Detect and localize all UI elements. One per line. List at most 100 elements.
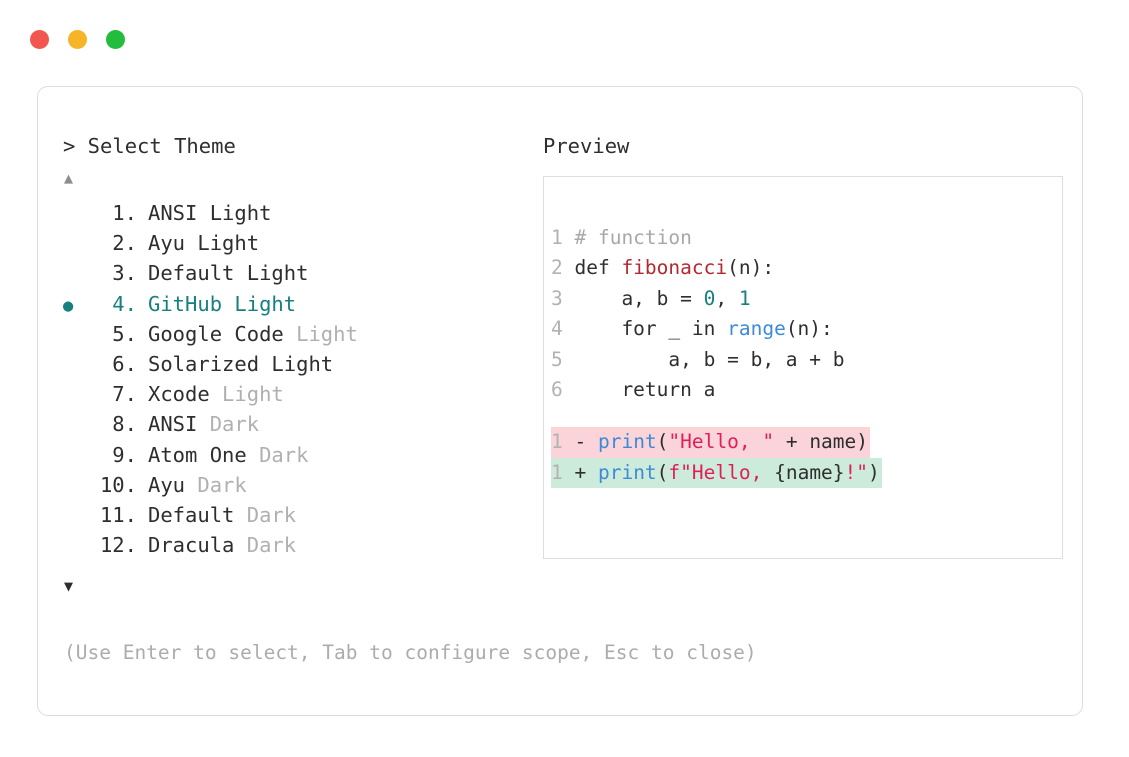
theme-list: ● 1.ANSI Light● 2.Ayu Light● 3.Default L… [63, 198, 523, 560]
theme-item-variant: Dark [185, 472, 247, 497]
theme-list-item[interactable]: ● 6. Solarized Light [63, 349, 523, 379]
code-token: ( [656, 460, 669, 484]
theme-item-index: 12. [99, 533, 137, 558]
theme-item-name: Ayu Dark [148, 472, 247, 497]
code-token: f"Hello, [668, 460, 775, 484]
line-number: 4 [551, 317, 575, 341]
line-number: 3 [551, 286, 575, 310]
code-token: # function [574, 226, 692, 249]
diff-line-added: 1 + print(f"Hello, {name}!") [551, 457, 882, 489]
selection-bullet-icon: ● [63, 532, 91, 562]
theme-item-name: GitHub Light [148, 291, 297, 316]
theme-item-index: 8. [99, 412, 137, 437]
theme-item-variant: Dark [234, 502, 297, 527]
theme-item-variant: Light [209, 382, 284, 407]
maximize-dot[interactable] [106, 30, 125, 49]
preview-label: Preview [543, 134, 630, 158]
theme-item-name: Default Dark [148, 502, 297, 527]
code-token: a, b = b, a + b [574, 347, 845, 371]
line-number: 5 [551, 347, 575, 371]
theme-item-index: 2. [99, 231, 137, 256]
code-line: 3 a, b = 0, 1 [551, 284, 1062, 314]
selection-bullet-icon: ● [63, 200, 91, 230]
theme-item-variant: Light [222, 291, 297, 316]
theme-item-index: 11. [99, 502, 137, 527]
selection-bullet-icon: ● [63, 351, 91, 381]
selection-bullet-icon: ● [63, 321, 91, 351]
theme-item-name: Dracula Dark [148, 533, 297, 558]
code-token: return a [574, 377, 716, 401]
theme-item-index: 4. [99, 291, 137, 316]
theme-item-variant: Light [197, 201, 272, 225]
theme-list-item[interactable]: ● 3.Default Light [63, 258, 523, 288]
selection-bullet-icon: ● [63, 411, 91, 441]
code-token: (n): [727, 256, 775, 280]
code-line: 1 # function [551, 223, 1062, 253]
code-token: ( [656, 430, 669, 454]
selection-bullet-icon: ● [63, 442, 91, 472]
selection-bullet-icon: ● [63, 472, 91, 502]
theme-item-name: Ayu Light [148, 231, 260, 256]
code-token: for _ in [574, 317, 728, 341]
diff-row: 1 - print("Hello, " + name) [551, 427, 1062, 458]
code-token: def [574, 256, 622, 280]
theme-item-name: Solarized Light [148, 351, 334, 376]
theme-picker-column: > Select Theme ▲ ● 1.ANSI Light● 2.Ayu L… [63, 133, 523, 598]
theme-item-variant: Light [283, 321, 358, 346]
theme-list-item[interactable]: ● 5. Google Code Light [63, 319, 523, 349]
theme-item-name: ANSI Dark [148, 412, 260, 437]
code-token: print [597, 430, 657, 454]
theme-item-index: 10. [99, 472, 137, 497]
theme-list-item[interactable]: ● 9.Atom One Dark [63, 440, 523, 470]
theme-list-item[interactable]: ● 4. GitHub Light [63, 289, 523, 319]
line-number: 1 [551, 460, 575, 484]
theme-item-index: 5. [99, 321, 137, 346]
scroll-up-arrow-icon[interactable]: ▲ [64, 169, 74, 187]
theme-list-item[interactable]: ● 7. Xcode Light [63, 379, 523, 409]
theme-list-item[interactable]: ● 8. ANSI Dark [63, 409, 523, 439]
selection-bullet-icon: ● [63, 230, 91, 260]
code-line: 6 return a [551, 375, 1062, 405]
page-title: Select Theme [75, 134, 236, 158]
code-token: 1 [738, 286, 751, 310]
theme-list-item[interactable]: ● 12. Dracula Dark [63, 530, 523, 560]
theme-item-index: 6. [99, 351, 137, 376]
prompt-header: > Select Theme [63, 133, 523, 159]
theme-item-name: Xcode Light [148, 382, 284, 407]
minimize-dot[interactable] [68, 30, 87, 49]
code-token: print [597, 460, 657, 484]
line-number: 6 [551, 377, 575, 401]
theme-item-index: 7. [99, 382, 137, 407]
selection-bullet-icon: ● [63, 381, 91, 411]
diff-sign: + [574, 460, 598, 484]
code-token: (n): [785, 317, 833, 341]
line-number: 1 [551, 226, 575, 249]
theme-item-variant: Dark [234, 533, 297, 558]
code-token: 0 [703, 286, 716, 310]
theme-selector-panel: > Select Theme ▲ ● 1.ANSI Light● 2.Ayu L… [37, 86, 1083, 716]
close-dot[interactable] [30, 30, 49, 49]
scroll-down-arrow-icon[interactable]: ▼ [64, 577, 74, 596]
code-line: 4 for _ in range(n): [551, 314, 1062, 344]
code-token: a, b = [574, 286, 704, 310]
selection-bullet-icon: ● [63, 295, 74, 316]
theme-list-item[interactable]: ● 2. Ayu Light [63, 228, 523, 258]
selection-bullet-icon: ● [63, 260, 91, 290]
theme-list-item[interactable]: ● 10. Ayu Dark [63, 470, 523, 500]
prompt-caret-icon: > [63, 134, 76, 158]
selection-bullet-icon: ● [63, 502, 91, 532]
theme-list-item[interactable]: ● 11. Default Dark [63, 500, 523, 530]
theme-item-index: 3. [99, 261, 137, 286]
code-line: 5 a, b = b, a + b [551, 345, 1062, 375]
theme-item-variant: Dark [197, 412, 260, 437]
theme-list-item[interactable]: ● 1.ANSI Light [63, 198, 523, 228]
theme-item-variant: Dark [246, 442, 309, 467]
theme-item-index: 9. [99, 442, 137, 467]
code-blank-line [551, 405, 1062, 427]
code-token: range [727, 317, 786, 341]
theme-item-name: Google Code Light [148, 321, 358, 346]
theme-item-variant: Light [185, 231, 260, 256]
code-token: "Hello, " [668, 430, 775, 454]
